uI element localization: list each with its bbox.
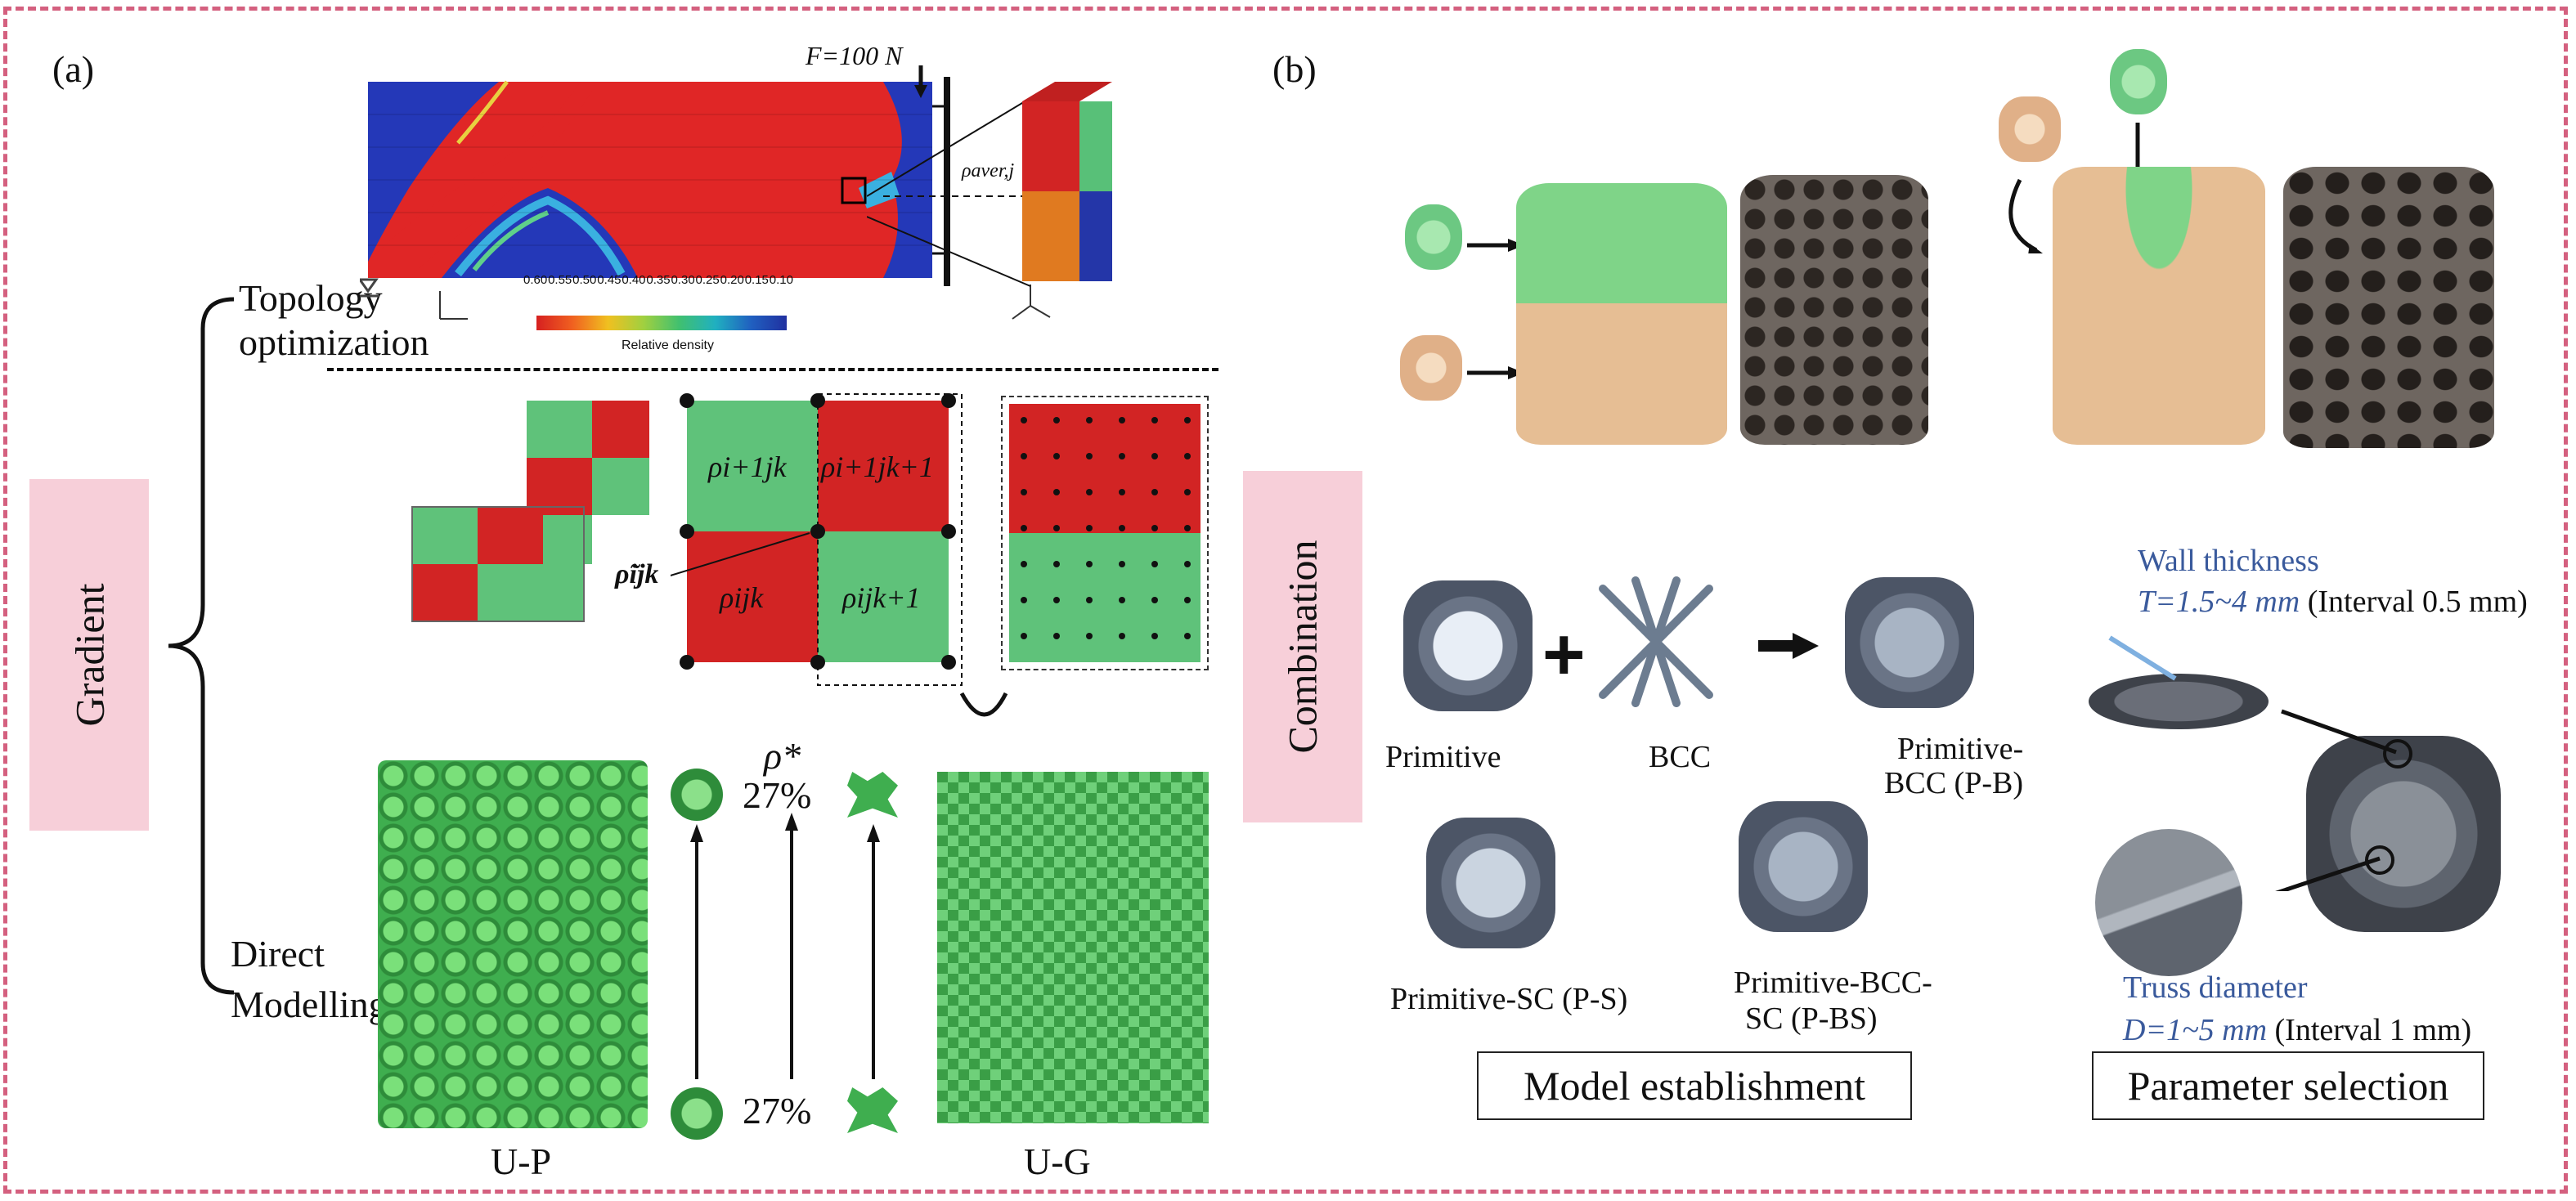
tick: 0.30 — [671, 273, 695, 287]
pb-caption-line1: Primitive- — [1897, 732, 2024, 766]
panel-label-a: (a) — [52, 48, 95, 90]
topology-label-line1: Topology — [239, 277, 383, 319]
parameter-selection-box: Parameter selection — [2092, 1051, 2484, 1120]
colorbar-ticks: 0.60 0.55 0.50 0.45 0.40 0.35 0.30 0.25 … — [523, 273, 793, 287]
cell-grid-overlay — [671, 393, 1008, 717]
axes-icon-left — [439, 291, 468, 320]
cell-bot-left — [687, 531, 818, 662]
unit-cell-p-top — [671, 769, 723, 821]
cell-grid — [687, 401, 949, 662]
combined-cylinder-1 — [1516, 183, 1727, 445]
colorbar — [536, 316, 787, 330]
ug-lattice — [937, 772, 1209, 1123]
cell-top-left — [687, 401, 818, 531]
tick: 0.45 — [597, 273, 622, 287]
tick: 0.60 — [523, 273, 548, 287]
pb-unit — [1845, 577, 1974, 708]
printed-cylinder-2 — [2283, 167, 2494, 448]
separator — [327, 368, 1218, 371]
tick: 0.50 — [572, 273, 597, 287]
axes-icon-right — [1012, 285, 1051, 320]
tick: 0.15 — [744, 273, 769, 287]
vertical-arrows — [690, 813, 880, 1079]
unit-cell-p-bottom — [671, 1087, 723, 1140]
pbs-unit — [1739, 801, 1868, 932]
wall-thickness-range: T=1.5~4 mm (Interval 0.5 mm) — [2138, 584, 2528, 620]
right-arrow — [1758, 633, 1819, 659]
bcc-unit — [1599, 576, 1713, 707]
rho-aver-label: ρaver,j — [962, 160, 1015, 181]
wall-interval: (Interval 0.5 mm) — [2307, 585, 2528, 619]
tick: 0.20 — [720, 273, 744, 287]
ug-label: U-G — [1024, 1141, 1091, 1182]
tick: 0.40 — [622, 273, 646, 287]
truss-diameter-title: Truss diameter — [2123, 970, 2308, 1005]
panel-label-b: (b) — [1272, 48, 1317, 90]
outer-dashed-border — [3, 7, 2568, 1194]
parameter-leader-lines — [2108, 635, 2412, 891]
cell-bot-right — [818, 531, 949, 662]
ps-unit — [1426, 818, 1555, 948]
tick: 0.55 — [548, 273, 572, 287]
cell-label: ρijk+1 — [842, 581, 921, 614]
tick: 0.25 — [695, 273, 720, 287]
cell-label: ρi+1jk — [708, 450, 787, 483]
truss-interval: (Interval 1 mm) — [2274, 1013, 2472, 1047]
pb-caption-line2: BCC (P-B) — [1884, 766, 2023, 800]
pbs-caption-line2: SC (P-BS) — [1745, 1002, 1878, 1036]
gradient-label: Gradient — [66, 583, 112, 727]
tan-unit-small-1 — [1400, 335, 1462, 401]
direct-label-line2: Modelling — [231, 984, 388, 1025]
dot-pattern — [1021, 417, 1191, 639]
wall-thickness-title: Wall thickness — [2138, 544, 2319, 578]
tick: 0.10 — [769, 273, 793, 287]
combined-cylinder-2 — [2053, 167, 2265, 445]
tick: 0.35 — [646, 273, 671, 287]
up-lattice — [378, 760, 648, 1128]
pct-bottom-label: 27% — [743, 1090, 812, 1132]
parameter-unit — [2306, 736, 2501, 932]
tan-unit-small-2 — [1999, 96, 2061, 162]
gradient-category-box: Gradient — [29, 479, 149, 831]
cell-label: ρi+1jk+1 — [821, 450, 934, 483]
truss-diameter-range: D=1~5 mm (Interval 1 mm) — [2123, 1012, 2471, 1048]
combination-category-box: Combination — [1243, 471, 1362, 822]
colorbar-title: Relative density — [622, 338, 714, 352]
direct-label-line1: Direct — [231, 933, 325, 975]
printed-cylinder-1 — [1740, 175, 1928, 445]
zoomed-cube — [867, 82, 1112, 287]
green-unit-small-1 — [1405, 204, 1462, 270]
density-map — [360, 65, 950, 298]
bcc-caption: BCC — [1649, 740, 1712, 774]
rho-star-label: ρ* — [764, 735, 801, 777]
small-cubes — [411, 401, 649, 622]
up-label: U-P — [491, 1141, 552, 1182]
cell-top-right — [818, 401, 949, 531]
plus-sign: + — [1542, 614, 1586, 696]
dotted-bottom — [1009, 533, 1200, 662]
ps-caption: Primitive-SC (P-S) — [1390, 982, 1628, 1016]
wall-range: T=1.5~4 mm — [2138, 585, 2300, 619]
cell-label: ρijk — [720, 581, 764, 614]
pbs-caption-line1: Primitive-BCC- — [1734, 966, 1932, 1000]
dotted-cell — [1001, 396, 1209, 670]
topology-label-line2: optimization — [239, 321, 429, 363]
truss-ellipse — [2095, 829, 2242, 976]
dotted-top — [1009, 404, 1200, 533]
combination-label: Combination — [1280, 540, 1326, 754]
model-establishment-box: Model establishment — [1477, 1051, 1912, 1120]
primitive-unit — [1403, 580, 1533, 711]
pct-top-label: 27% — [743, 774, 812, 816]
green-unit-small-2 — [2110, 49, 2167, 114]
force-label: F=100 N — [806, 41, 903, 70]
truss-range: D=1~5 mm — [2123, 1013, 2268, 1047]
cell-label-tilde: ρ̃ijk — [615, 559, 659, 589]
primitive-caption: Primitive — [1385, 740, 1501, 774]
method-bracket — [168, 297, 235, 995]
wall-ellipse — [2089, 674, 2269, 729]
